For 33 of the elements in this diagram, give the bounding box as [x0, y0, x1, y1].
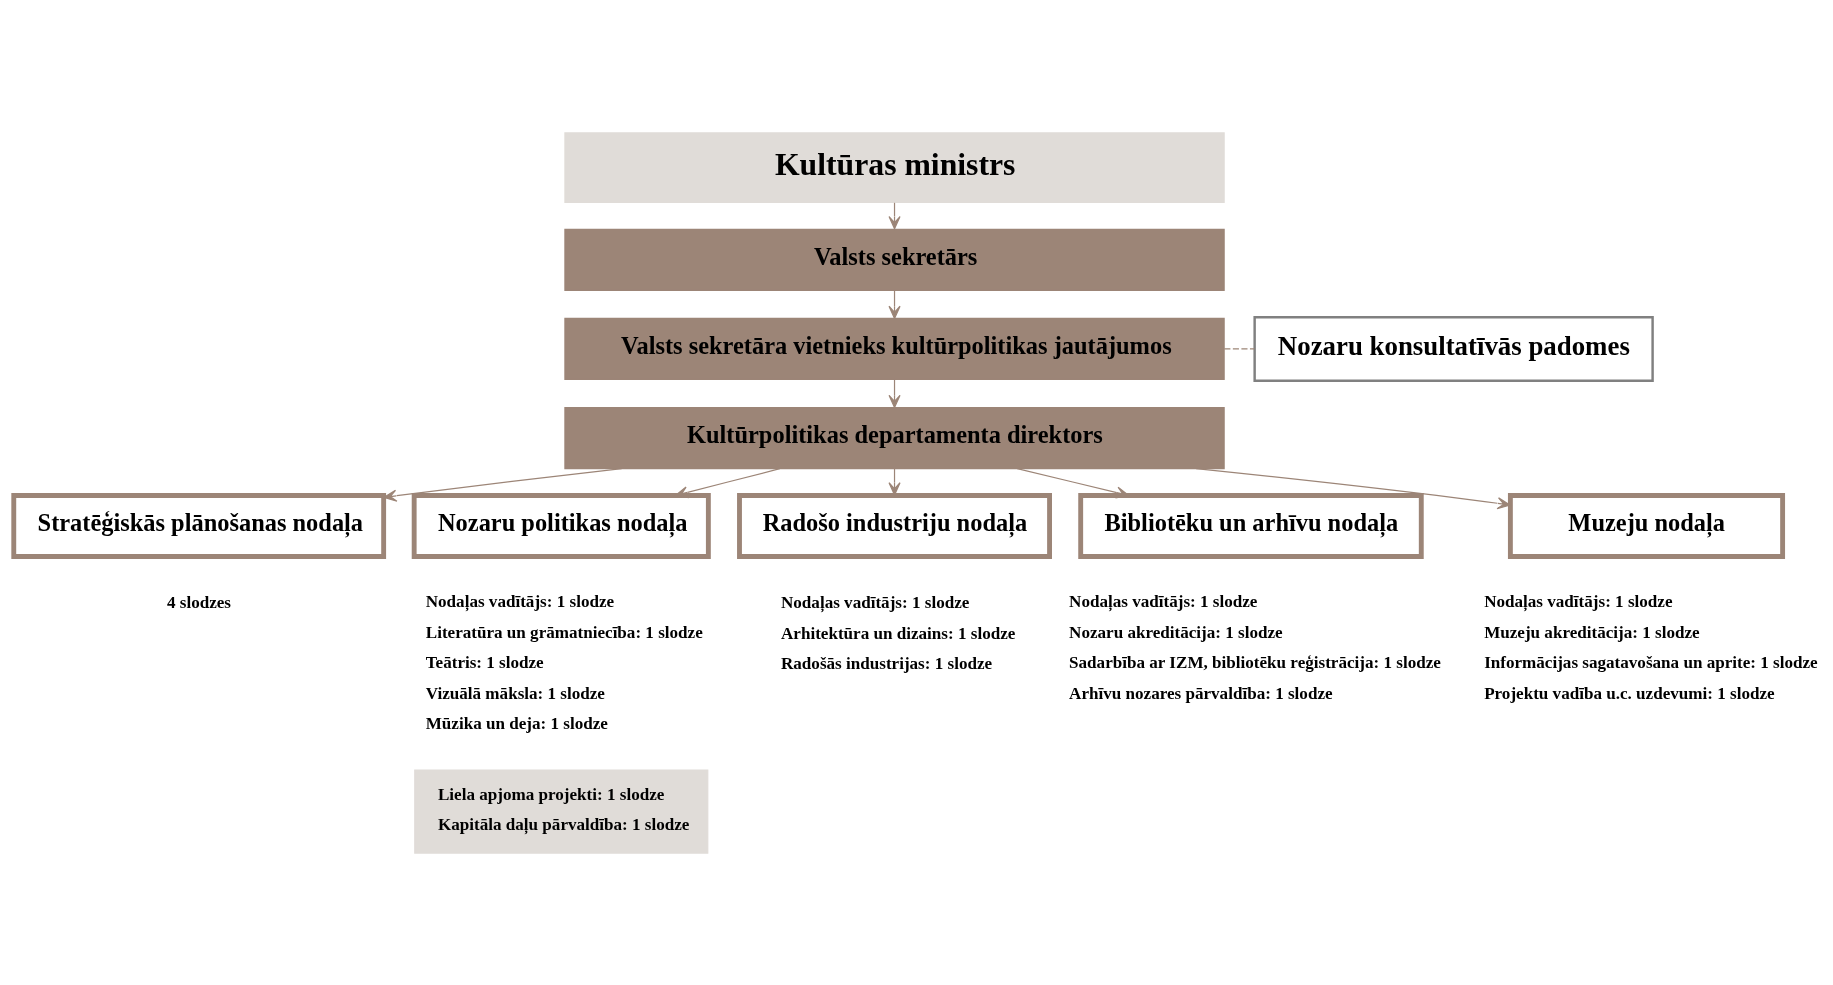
node-label: Teātris: 1 slodze	[425, 652, 544, 672]
node-box: Bibliotēku un arhīvu nodaļa	[1078, 492, 1424, 559]
node-box: Radošo industriju nodaļa	[737, 492, 1052, 559]
node-box: Valsts sekretāra vietnieks kultūrpolitikas jautājumos	[564, 317, 1225, 380]
node-label: Vizuālā māksla: 1 slodze	[425, 683, 605, 703]
node-label: Arhitektūra un dizains: 1 slodze	[781, 623, 1016, 643]
node-label: Muzeju akreditācija: 1 slodze	[1484, 622, 1700, 642]
node-box: Valsts sekretārs	[564, 228, 1225, 291]
node-label: Projektu vadība u.c. uzdevumi: 1 slodze	[1484, 683, 1775, 703]
node-box: Nozaru konsultatīvās padomes	[1253, 315, 1654, 382]
node-label: 4 slodzes	[166, 592, 232, 612]
node-label: Mūzika un deja: 1 slodze	[425, 713, 608, 733]
node-box: Stratēģiskās plānošanas nodaļa	[11, 492, 387, 559]
connector	[1223, 347, 1255, 350]
arrow	[383, 467, 623, 502]
node-label: Nodaļas vadītājs: 1 slodze	[1484, 591, 1673, 611]
node-label: Nodaļas vadītājs: 1 slodze	[425, 591, 615, 611]
arrow	[1016, 467, 1130, 499]
node-box: Liela apjoma projekti: 1 slodze Kapitāla daļu pārvaldība: 1 slodze	[414, 769, 709, 854]
node-label: Nodaļas vadītājs: 1 slodze	[1069, 591, 1258, 611]
node-label: Nozaru akreditācija: 1 slodze	[1069, 622, 1283, 642]
node-box: Muzeju nodaļa	[1507, 492, 1786, 559]
arrow	[675, 467, 781, 498]
node-box: Nozaru politikas nodaļa	[411, 492, 711, 559]
node-box: Kultūrpolitikas departamenta direktors	[564, 406, 1225, 469]
node-label: Arhīvu nozares pārvaldība: 1 slodze	[1069, 683, 1333, 703]
node-label: Radošās industrijas: 1 slodze	[781, 653, 993, 673]
node-label: Informācijas sagatavošana un aprite: 1 slodze	[1484, 652, 1818, 672]
node-label: Sadarbība ar IZM, bibliotēku reģistrācija: 1 slodze	[1069, 652, 1441, 672]
node-label: Nodaļas vadītājs: 1 slodze	[781, 592, 970, 612]
node-box: Kultūras ministrs	[564, 131, 1225, 203]
node-label: Literatūra un grāmatniecība: 1 slodze	[425, 622, 703, 642]
arrow	[1195, 467, 1511, 509]
